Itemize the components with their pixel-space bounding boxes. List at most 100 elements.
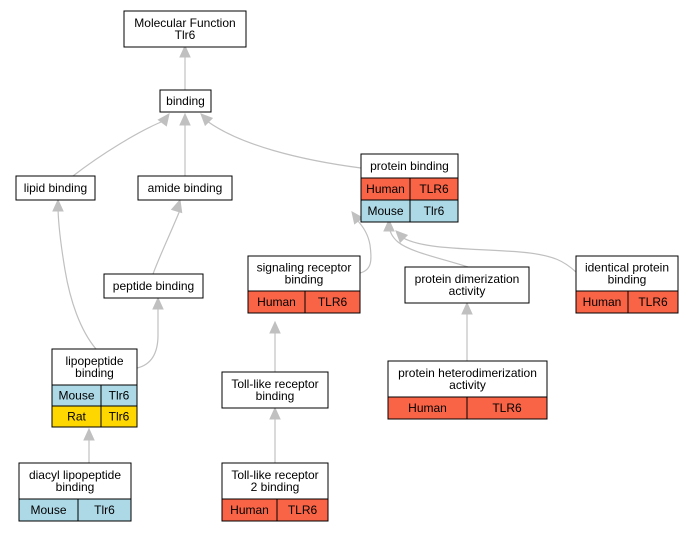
node-lipid-binding[interactable]: lipid binding xyxy=(15,175,96,201)
node-title-box xyxy=(221,462,329,500)
species-label: Mouse xyxy=(58,389,94,403)
edge-lipopeptide-binding-to-peptide-binding xyxy=(136,296,164,369)
gene-label: TLR6 xyxy=(288,503,318,517)
species-label: Human xyxy=(408,401,447,415)
node-title-box xyxy=(51,348,138,386)
node-label-line: binding xyxy=(75,366,114,380)
arrowhead xyxy=(269,320,281,334)
arrowhead xyxy=(179,112,191,126)
node-label-line: Molecular Function xyxy=(134,16,235,30)
node-title-box xyxy=(360,153,459,179)
node-label-line: lipopeptide xyxy=(65,354,123,368)
gene-cell xyxy=(466,396,548,420)
node-label-line: binding xyxy=(285,273,324,287)
node-label-line: protein heterodimerization xyxy=(398,366,537,380)
node-label-line: Toll-like receptor xyxy=(231,468,318,482)
gene-label: TLR6 xyxy=(638,295,668,309)
species-label: Rat xyxy=(67,410,86,424)
species-label: Mouse xyxy=(30,503,66,517)
arrowhead xyxy=(461,301,473,315)
node-title-box xyxy=(103,273,204,299)
gene-label: TLR6 xyxy=(492,401,522,415)
node-title-box xyxy=(15,175,96,201)
gene-label: TLR6 xyxy=(318,295,348,309)
edges-layer xyxy=(52,44,577,463)
edge-protein-dimerization-activity-to-protein-binding xyxy=(383,218,469,268)
arrowhead xyxy=(152,296,164,310)
node-title-box xyxy=(221,371,329,409)
gene-cell xyxy=(409,199,459,223)
edge-line xyxy=(206,120,362,169)
node-title-box xyxy=(123,10,247,48)
node-label-line: activity xyxy=(449,284,486,298)
edge-identical-protein-binding-to-protein-binding xyxy=(395,230,577,273)
gene-cell xyxy=(276,498,329,522)
arrowhead xyxy=(200,113,214,127)
node-binding[interactable]: binding xyxy=(159,89,212,113)
arrowhead xyxy=(83,427,95,441)
gene-label: Tlr6 xyxy=(94,503,115,517)
edge-toll-like-receptor-2-binding-to-toll-like-receptor-binding xyxy=(269,406,281,463)
gene-cell xyxy=(100,405,138,428)
node-label-line: binding xyxy=(166,94,205,108)
edge-protein-heterodimerization-activity-to-protein-dimerization-activity xyxy=(461,301,473,361)
node-label-line: protein binding xyxy=(370,159,449,173)
arrowhead xyxy=(52,198,64,212)
edge-signaling-receptor-binding-to-protein-binding xyxy=(351,211,372,274)
edge-line xyxy=(72,119,167,177)
node-label-line: identical protein xyxy=(585,261,669,275)
arrowhead xyxy=(179,44,191,58)
edge-line xyxy=(152,209,181,275)
edge-toll-like-receptor-binding-to-signaling-receptor-binding xyxy=(269,320,281,372)
species-label: Human xyxy=(583,295,622,309)
edge-peptide-binding-to-amide-binding xyxy=(152,198,183,275)
edge-line xyxy=(399,235,577,273)
arrowhead xyxy=(269,406,281,420)
species-label: Human xyxy=(230,503,269,517)
node-peptide-binding[interactable]: peptide binding xyxy=(103,273,204,299)
node-label-line: activity xyxy=(449,378,486,392)
edge-line xyxy=(355,218,372,274)
edge-lipopeptide-binding-to-lipid-binding xyxy=(52,198,97,350)
edge-diacyl-lipopeptide-binding-to-lipopeptide-binding xyxy=(83,427,95,463)
edge-binding-to-root xyxy=(179,44,191,90)
node-title-box xyxy=(387,360,548,398)
arrowhead xyxy=(157,113,170,127)
node-label-line: amide binding xyxy=(148,181,223,195)
species-label: Mouse xyxy=(367,204,403,218)
node-label-line: binding xyxy=(256,389,295,403)
gene-label: Tlr6 xyxy=(109,410,130,424)
node-label-line: Toll-like receptor xyxy=(231,377,318,391)
gene-label: Tlr6 xyxy=(109,389,130,403)
edge-line xyxy=(136,305,159,369)
edge-protein-binding-to-binding xyxy=(200,113,362,169)
node-amide-binding[interactable]: amide binding xyxy=(137,175,233,201)
node-title-box xyxy=(18,462,132,500)
node-label-line: signaling receptor xyxy=(257,261,352,275)
gene-cell xyxy=(627,290,679,314)
node-label-line: Tlr6 xyxy=(175,28,196,42)
node-label-line: protein dimerization xyxy=(415,272,520,286)
gene-label: TLR6 xyxy=(419,182,449,196)
node-label-line: binding xyxy=(608,273,647,287)
node-label-line: 2 binding xyxy=(251,480,300,494)
node-title-box xyxy=(404,266,530,304)
node-label-line: diacyl lipopeptide xyxy=(29,468,121,482)
gene-cell xyxy=(77,498,132,522)
node-label-line: binding xyxy=(56,480,95,494)
species-label: Human xyxy=(366,182,405,196)
arrowhead xyxy=(383,218,395,232)
node-label-line: peptide binding xyxy=(113,279,194,293)
